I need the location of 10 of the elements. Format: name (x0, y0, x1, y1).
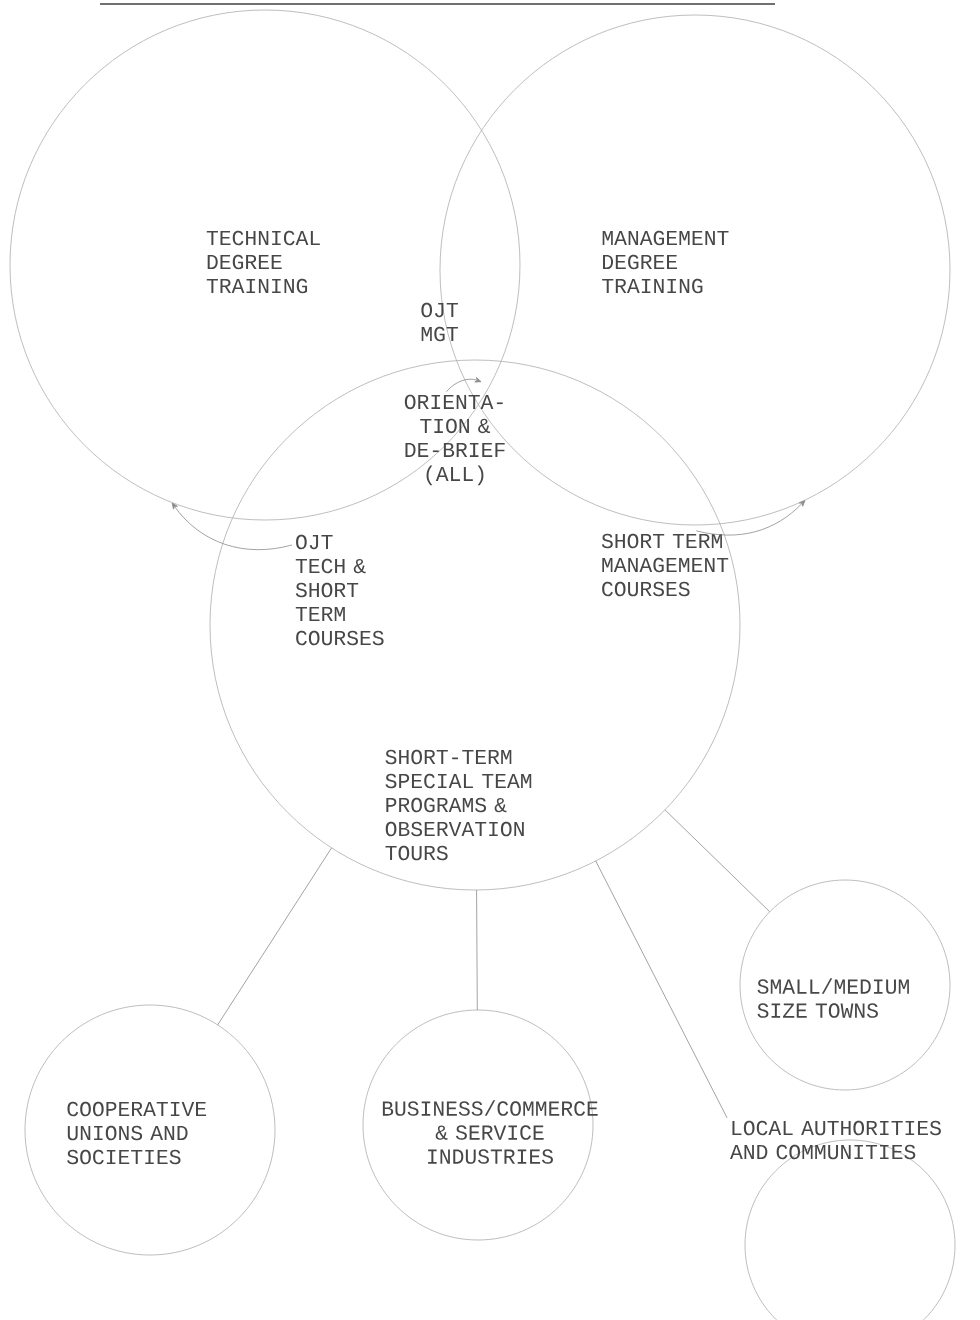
connector-line (217, 847, 332, 1026)
node-label: LOCAL AUTHORITIES (732, 1120, 941, 1136)
region-label: OJT TECH & SHORT TERM COURSES (295, 534, 384, 646)
curved-arrow (446, 377, 482, 393)
curved-arrow (695, 500, 806, 536)
connector-line (664, 809, 771, 913)
curved-arrow (171, 502, 293, 551)
connector-line (595, 860, 728, 1119)
connector-line (476, 889, 478, 1011)
region-label: OJT MGT (421, 302, 458, 342)
